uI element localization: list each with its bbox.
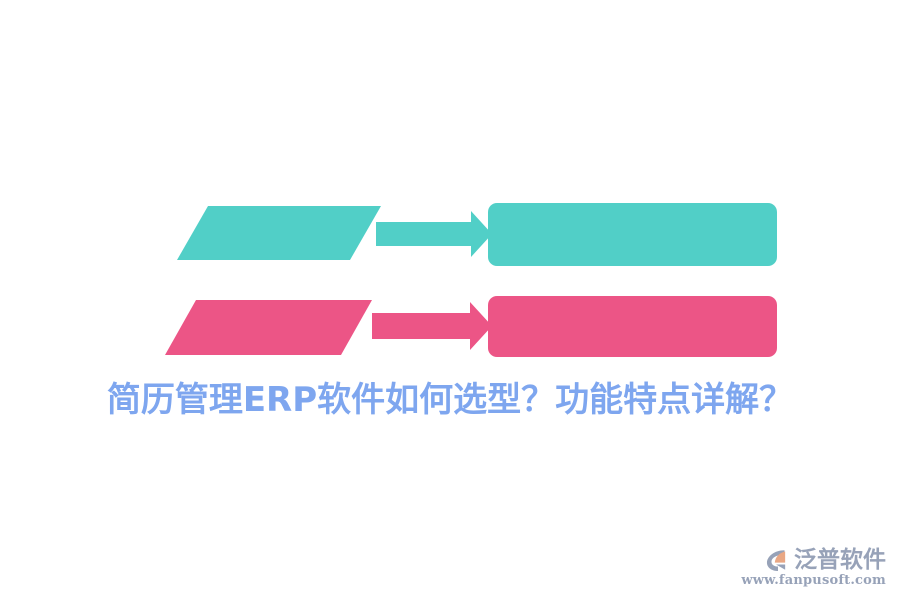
pink-arrow-icon[interactable]	[372, 302, 492, 350]
watermark: 泛普软件 www.fanpusoft.com	[741, 547, 886, 588]
watermark-brand-row: 泛普软件	[765, 547, 886, 573]
pink-parallelogram[interactable]	[165, 300, 372, 355]
watermark-brand-text: 泛普软件	[794, 547, 886, 573]
diagram-row-pink	[165, 296, 777, 357]
teal-parallelogram[interactable]	[177, 206, 381, 260]
teal-arrow-icon[interactable]	[376, 211, 492, 257]
diagram-row-teal	[177, 203, 777, 266]
page-title: 简历管理ERP软件如何选型？功能特点详解？	[106, 380, 794, 420]
fanpu-logo-icon	[766, 550, 786, 572]
pink-rounded-rectangle[interactable]	[488, 296, 777, 357]
teal-rounded-rectangle[interactable]	[488, 203, 777, 266]
watermark-url-text: www.fanpusoft.com	[741, 573, 886, 588]
